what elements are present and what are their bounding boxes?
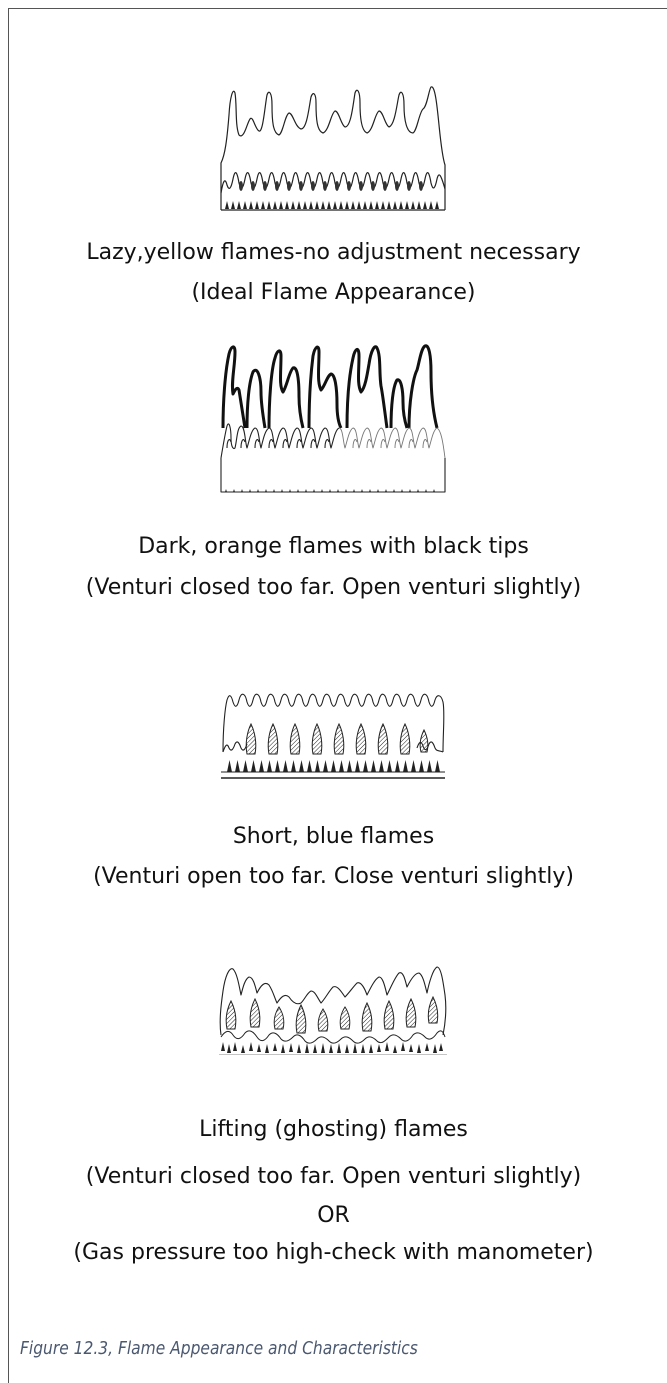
dark-orange-flame-note: (Venturi closed too far. Open venturi sl… [85,575,582,600]
figure-caption: Figure 12.3, Flame Appearance and Charac… [20,1338,418,1359]
ideal-flame-note: (Ideal Flame Appearance) [191,280,476,305]
short-blue-flame-title: Short, blue flames [232,824,435,849]
dark-orange-flame-title: Dark, orange flames with black tips [138,534,529,559]
ideal-flame-title: Lazy,yellow flames-no adjustment necessa… [86,240,581,265]
lifting-flame-note: (Venturi closed too far. Open venturi sl… [85,1164,582,1189]
short-blue-flame-illustration [217,688,449,780]
lifting-flame-title: Lifting (ghosting) flames [199,1117,468,1142]
dark-orange-flame-illustration [217,342,449,498]
lifting-flame-or: OR [317,1203,350,1228]
short-blue-flame-note: (Venturi open too far. Close venturi sli… [93,864,574,889]
page-frame [8,8,667,1383]
lifting-flame-illustration [217,965,449,1055]
lifting-flame-alt-note: (Gas pressure too high-check with manome… [73,1240,594,1265]
ideal-flame-illustration [217,85,449,213]
